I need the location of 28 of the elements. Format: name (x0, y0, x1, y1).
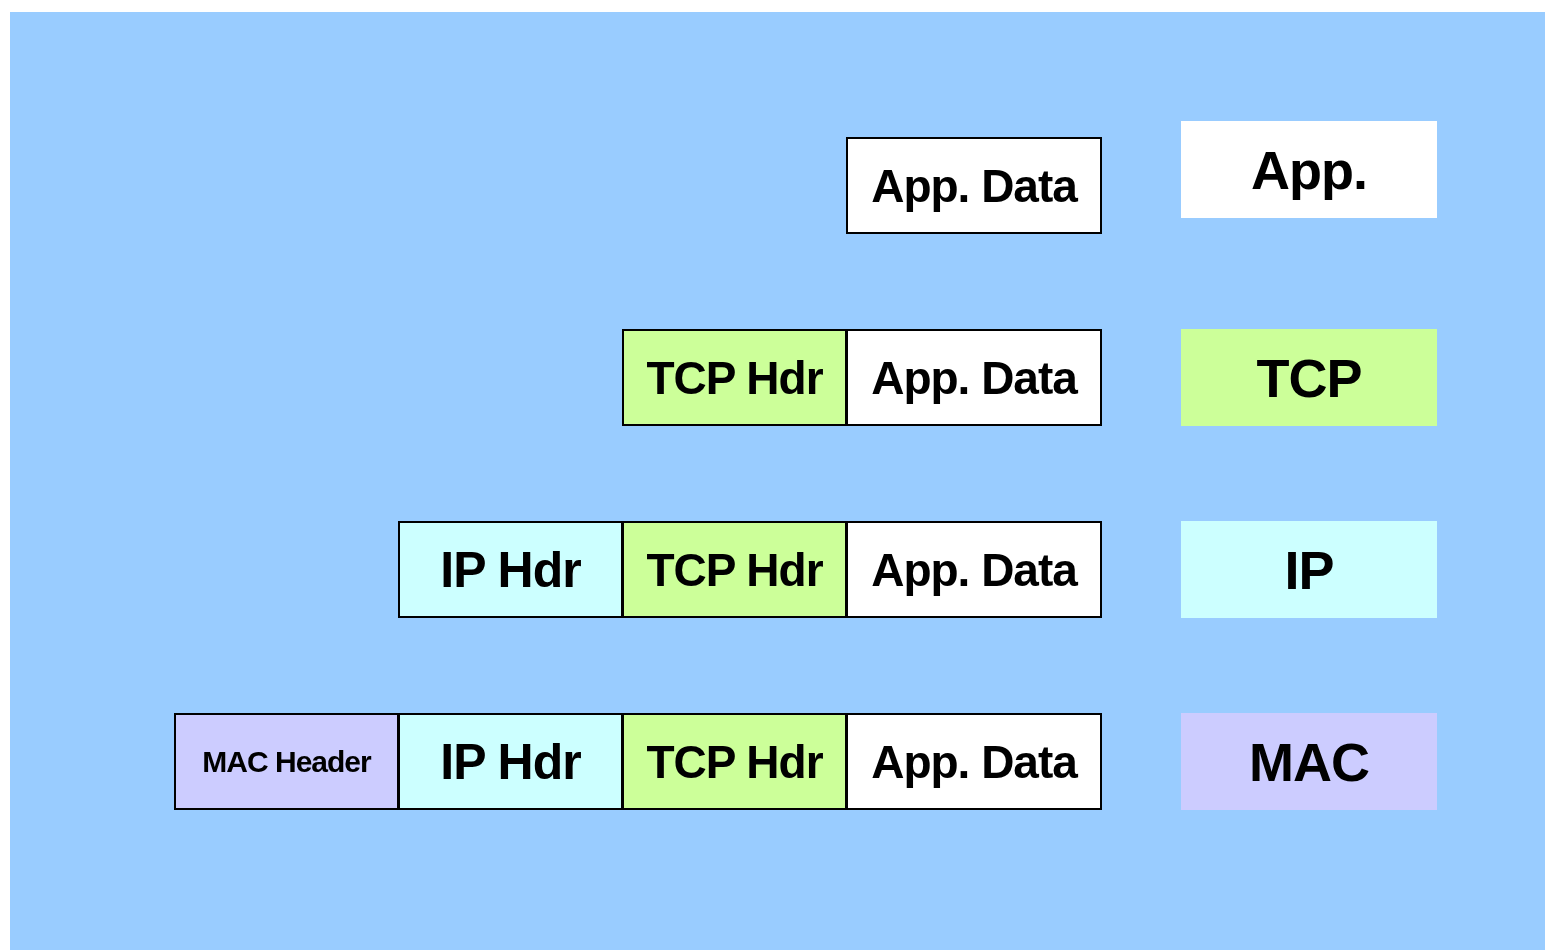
data-segment (846, 137, 1102, 234)
segment-label: TCP Hdr (646, 734, 823, 789)
segment-label: App. Data (871, 734, 1077, 789)
layer-label-box (1181, 521, 1437, 618)
header-segment (622, 521, 847, 618)
data-segment (846, 329, 1102, 426)
segment-label: App. Data (871, 542, 1077, 597)
segment-label: App. Data (871, 158, 1077, 213)
layer-name: App. (1251, 138, 1367, 201)
data-segment (846, 521, 1102, 618)
header-segment (398, 521, 623, 618)
layer-label-box (1181, 713, 1437, 810)
segment-label: App. Data (871, 350, 1077, 405)
segment-label: MAC Header (202, 744, 371, 779)
header-segment (622, 713, 847, 810)
header-segment (174, 713, 399, 810)
layer-name: TCP (1256, 346, 1362, 409)
header-segment (622, 329, 847, 426)
layer-name: IP (1284, 538, 1334, 601)
layer-name: MAC (1249, 730, 1369, 793)
segment-label: IP Hdr (440, 732, 581, 791)
header-segment (398, 713, 623, 810)
segment-label: IP Hdr (440, 540, 581, 599)
segment-label: TCP Hdr (646, 542, 823, 597)
layer-label-box (1181, 329, 1437, 426)
layer-label-box (1181, 121, 1437, 218)
segment-label: TCP Hdr (646, 350, 823, 405)
data-segment (846, 713, 1102, 810)
